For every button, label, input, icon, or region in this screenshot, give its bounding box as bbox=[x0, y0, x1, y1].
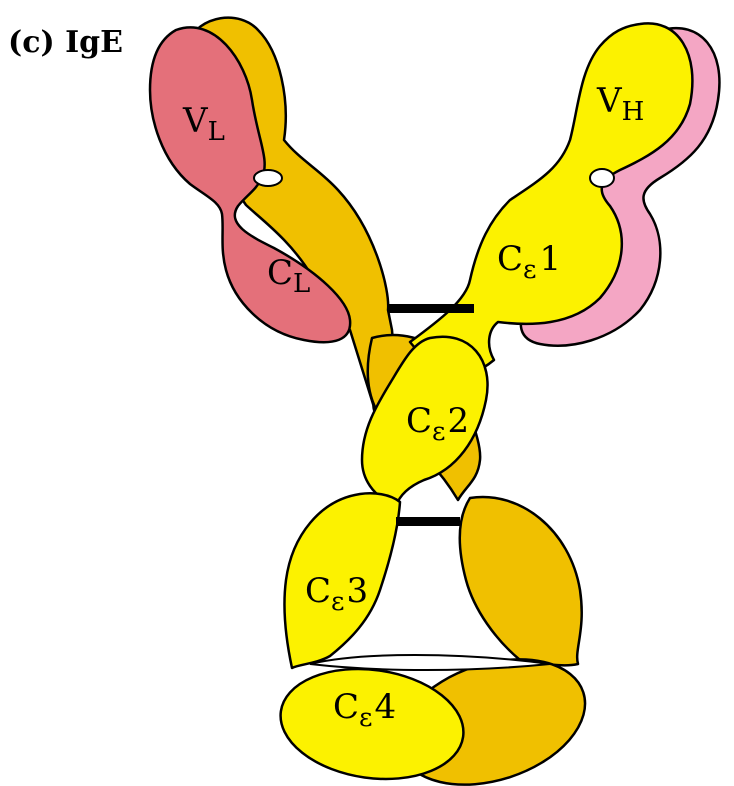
heavy-chain-front-ce3 bbox=[284, 493, 400, 668]
disulfide-bond-lower bbox=[396, 517, 460, 526]
panel-label: (c) IgE bbox=[8, 25, 123, 60]
gap-left-hinge bbox=[254, 170, 282, 186]
heavy-chain-back-ce3 bbox=[460, 497, 582, 665]
disulfide-bond-upper bbox=[388, 304, 474, 313]
gap-right-hinge bbox=[590, 169, 614, 187]
gap-ce3-ce4 bbox=[310, 655, 550, 670]
